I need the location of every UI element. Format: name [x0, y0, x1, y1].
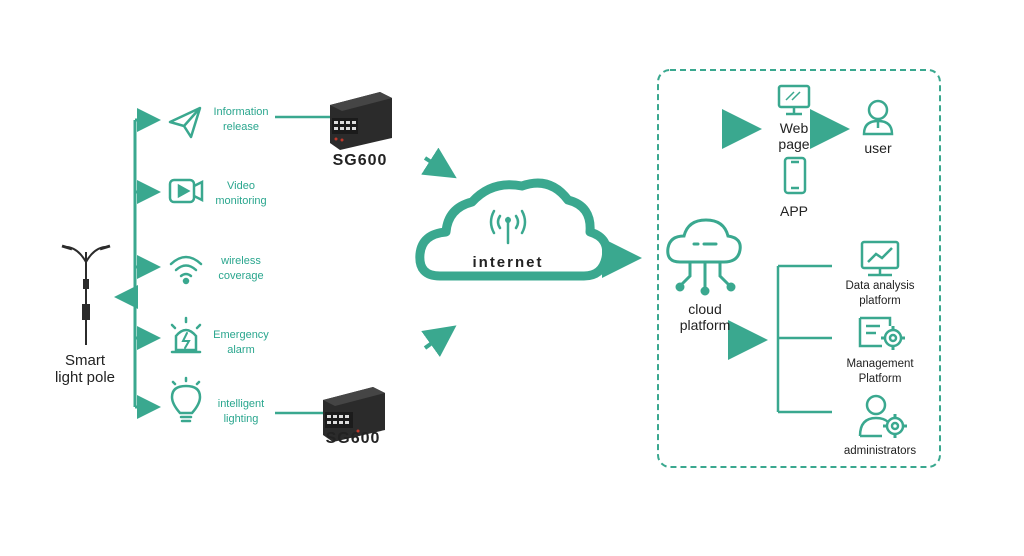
gear-screen-icon: [858, 316, 905, 350]
platform-container: [657, 69, 941, 468]
gateway-links: [275, 115, 330, 415]
service-label-wireless-coverage: wireless coverage: [218, 255, 264, 282]
street-light-icon: [61, 244, 111, 345]
app-label: APP: [779, 203, 808, 219]
user-icon: [862, 99, 894, 136]
cloud-platform-label: cloud platform: [679, 301, 731, 333]
administrators-label: administrators: [843, 445, 917, 457]
data-analysis-label: Data analysis platform: [845, 280, 915, 307]
management-label: Management Platform: [846, 358, 914, 385]
wifi-icon: [169, 255, 203, 285]
platform-arrows: [722, 109, 850, 360]
monitor-icon: [777, 84, 811, 116]
smartphone-icon: [783, 156, 807, 195]
pole-label: Smart light pole: [54, 352, 116, 386]
service-label-emergency-alarm: Emergency alarm: [213, 329, 269, 356]
admin-gear-icon: [858, 394, 907, 438]
internet-label: internet: [472, 254, 544, 271]
service-label-information-release: Information release: [213, 106, 269, 133]
service-bracket: [114, 108, 161, 419]
gateway-label-bottom: SG600: [325, 430, 381, 447]
web-page-label: Web page: [778, 120, 810, 152]
service-label-intelligent-lighting: intelligent lighting: [217, 398, 265, 425]
alarm-siren-icon: [170, 316, 202, 354]
paper-plane-icon: [168, 106, 202, 139]
router-device-icon: [323, 387, 385, 442]
platform-bracket: [776, 264, 832, 414]
chart-monitor-icon: [860, 240, 900, 277]
user-label: user: [864, 140, 892, 156]
uplink-arrows: [421, 147, 457, 358]
router-device-icon: [330, 92, 392, 150]
gateway-label-top: SG600: [332, 152, 388, 169]
light-bulb-icon: [170, 376, 202, 423]
service-label-video-monitoring: Video monitoring: [215, 180, 267, 207]
cloud-network-icon: [666, 218, 742, 296]
video-camera-icon: [168, 178, 204, 204]
